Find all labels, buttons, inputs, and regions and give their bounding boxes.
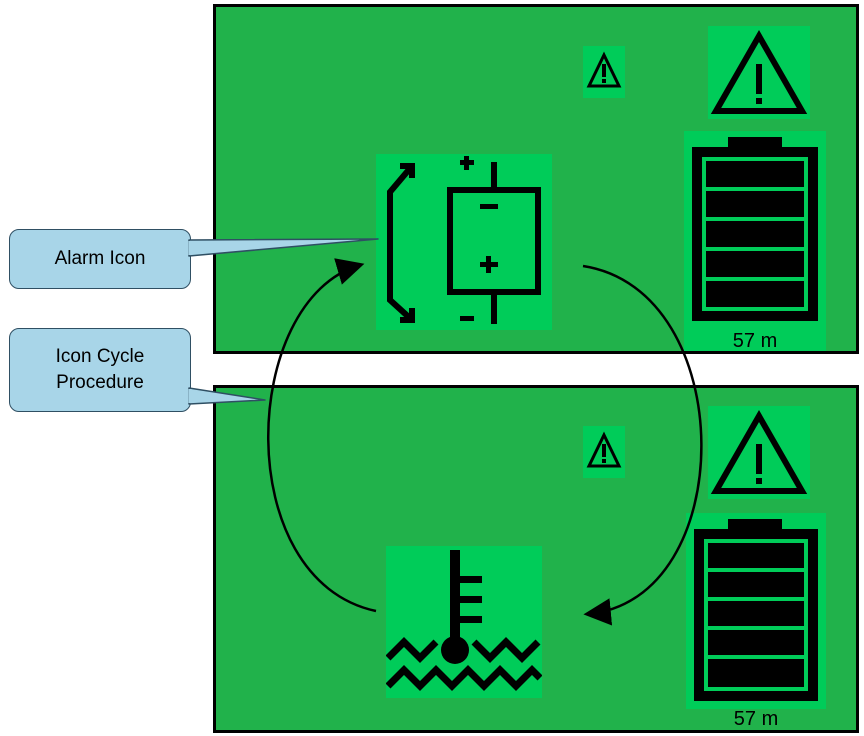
warning-small-icon (583, 426, 625, 478)
warning-small-icon (583, 46, 625, 98)
callout-icon-cycle: Icon Cycle Procedure (9, 328, 191, 412)
warning-large-icon (708, 406, 810, 499)
display-screen-bottom: 57 m (213, 385, 859, 733)
battery-charge-cycle-icon (376, 154, 552, 330)
warning-large-icon (708, 26, 810, 119)
battery-level-icon (686, 513, 826, 709)
callout-alarm-label: Alarm Icon (54, 248, 146, 269)
callout-cycle-line2: Procedure (56, 372, 144, 393)
coolant-temperature-icon (386, 546, 542, 698)
battery-level-icon (684, 131, 826, 351)
callout-cycle-line1: Icon Cycle (55, 346, 145, 367)
callout-alarm-icon: Alarm Icon (9, 229, 191, 289)
display-screen-top: 57 m (213, 4, 859, 354)
runtime-readout: 57 m (733, 708, 779, 730)
runtime-readout: 57 m (732, 330, 778, 352)
